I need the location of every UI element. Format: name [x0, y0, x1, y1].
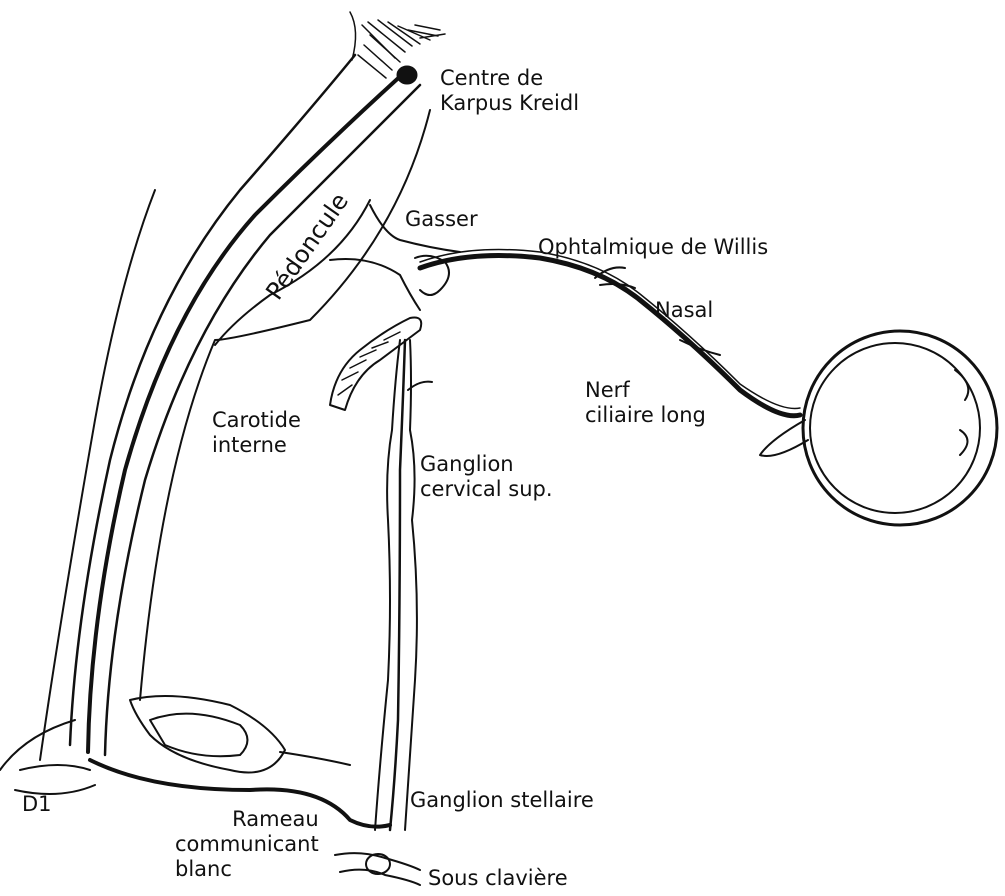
label-ganglion-cervical-sup: Ganglion cervical sup. — [420, 452, 553, 502]
eyeball-outer — [803, 331, 997, 525]
label-ophtalmique-de-willis: Ophtalmique de Willis — [538, 235, 768, 260]
rameau-branch — [280, 752, 350, 765]
label-centre-line2: Karpus Kreidl — [440, 91, 579, 116]
eye-lens — [955, 370, 968, 455]
eyeball-inner — [810, 343, 980, 513]
label-carotide-line2: interne — [212, 433, 301, 458]
sous-claviere — [335, 853, 420, 885]
label-d1: D1 — [22, 792, 52, 817]
label-nerf-line2: ciliaire long — [585, 403, 706, 428]
carotide-interne — [330, 318, 421, 411]
sympathetic-chain-right — [405, 340, 417, 830]
label-rameau-line3: blanc — [175, 857, 319, 882]
label-centre-line1: Centre de — [440, 66, 579, 91]
label-nasal-text: Nasal — [655, 298, 713, 323]
label-sous-claviere-text: Sous clavière — [428, 866, 568, 891]
brainstem-hatching — [350, 12, 445, 78]
label-centre-karpus-kreidl: Centre de Karpus Kreidl — [440, 66, 579, 116]
label-ganglion-stellaire-text: Ganglion stellaire — [410, 788, 594, 813]
optic-nerve-stub — [760, 420, 808, 456]
label-gasser-text: Gasser — [405, 207, 478, 232]
label-carotide-interne: Carotide interne — [212, 408, 301, 458]
label-rameau-line1: Rameau — [175, 807, 319, 832]
centre-nucleus — [397, 66, 417, 84]
label-carotide-line1: Carotide — [212, 408, 301, 433]
label-sous-claviere: Sous clavière — [428, 866, 568, 891]
label-gasser: Gasser — [405, 207, 478, 232]
cord-inner-outline — [140, 110, 430, 700]
label-nerf-line1: Nerf — [585, 378, 706, 403]
outer-cord-left-outline — [40, 190, 155, 760]
spinal-ganglion-inner — [150, 714, 248, 757]
label-nerf-ciliaire-long: Nerf ciliaire long — [585, 378, 706, 428]
label-rameau-communicant-blanc: Rameau communicant blanc — [175, 807, 319, 882]
label-rameau-line2: communicant — [175, 832, 319, 857]
label-ganglion-cervical-line1: Ganglion — [420, 452, 553, 477]
spinal-ganglion — [130, 696, 285, 773]
cord-lower-outline — [0, 720, 75, 770]
label-ganglion-stellaire: Ganglion stellaire — [410, 788, 594, 813]
label-nasal: Nasal — [655, 298, 713, 323]
d1-root — [15, 765, 95, 794]
label-ophtalmique-text: Ophtalmique de Willis — [538, 235, 768, 260]
label-ganglion-cervical-line2: cervical sup. — [420, 477, 553, 502]
label-d1-text: D1 — [22, 792, 52, 817]
